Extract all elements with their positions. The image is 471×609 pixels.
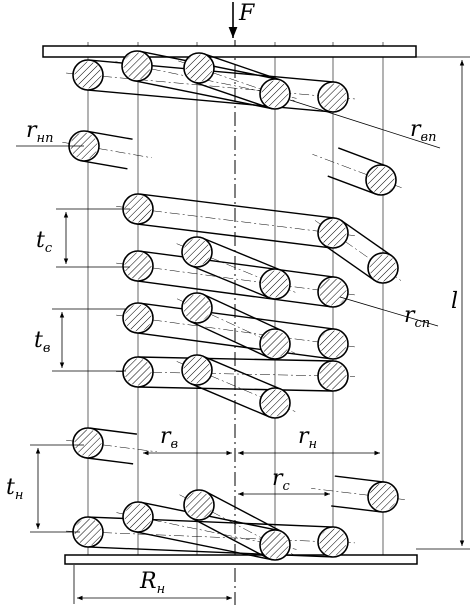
wire-edge — [89, 427, 137, 435]
wire-edge — [139, 250, 336, 278]
wire-edge — [202, 237, 281, 271]
wire-edge — [327, 175, 376, 195]
wire-edge — [86, 457, 134, 465]
wire-section-hatch — [319, 362, 347, 390]
wire-section-hatch — [319, 528, 347, 556]
wire-section-hatch — [319, 330, 347, 358]
wire-edge — [87, 546, 333, 558]
r-n-label: rн — [298, 424, 317, 452]
r-vp-label: rвп — [410, 117, 436, 145]
wire-section-hatch — [74, 429, 102, 457]
wire-edge — [331, 505, 382, 513]
wire-centerline — [115, 371, 356, 377]
wire-centerline — [116, 206, 355, 236]
top-plate — [42, 45, 417, 58]
length-dimension — [416, 56, 470, 550]
pitch-v-dimension — [52, 308, 126, 372]
wire-section-hatch — [124, 304, 152, 332]
wire-edge — [86, 89, 332, 113]
wire-edge — [202, 355, 282, 390]
wire-edge — [190, 383, 270, 418]
wire-section-hatch — [369, 483, 397, 511]
wire-centerline — [62, 141, 152, 159]
wire-centerline — [116, 262, 355, 296]
wire-centerline — [66, 439, 157, 453]
wire-section-hatch — [185, 54, 213, 82]
wire-section-hatch — [369, 254, 397, 282]
radius-outer-dimension — [73, 565, 232, 604]
coil-wires — [81, 50, 393, 561]
wire-section-hatch — [183, 356, 211, 384]
wire-edge — [202, 293, 282, 332]
wire-section-hatch — [261, 80, 289, 108]
force-label: F — [238, 1, 255, 26]
length-label: l — [451, 289, 458, 314]
wire-edge — [193, 81, 271, 109]
wire-edge — [134, 531, 273, 561]
wire-edge — [133, 80, 273, 110]
wire-edge — [139, 302, 336, 330]
wire-section-hatch — [261, 330, 289, 358]
wire-edge — [205, 491, 283, 533]
wire-edge — [135, 280, 332, 308]
wire-section-hatch — [185, 491, 213, 519]
wire-edge — [338, 147, 387, 167]
wire-section-hatch — [261, 270, 289, 298]
r-sp-leader — [339, 296, 439, 327]
wire-edge — [138, 356, 334, 362]
t-v-label: tв — [34, 328, 50, 356]
wire-edge — [190, 320, 270, 359]
r-sp-label: rсп — [404, 303, 430, 331]
wire-section-hatch — [261, 389, 289, 417]
r-np-label: rнп — [26, 118, 53, 146]
wire-section-hatch — [319, 278, 347, 306]
wire-edge — [191, 517, 269, 559]
wire-section-hatch — [74, 518, 102, 546]
wire-edge — [323, 244, 375, 281]
wire-edge — [136, 223, 332, 249]
wire-section-hatch — [124, 195, 152, 223]
t-n-label: tн — [6, 475, 23, 503]
wire-centerline — [311, 488, 405, 500]
wire-centerline — [312, 154, 402, 188]
wire-edge — [81, 160, 128, 170]
wire-section-hatch — [124, 252, 152, 280]
wire-section-hatch — [183, 238, 211, 266]
wire-edge — [191, 265, 270, 299]
wire-section-hatch — [319, 83, 347, 111]
R-n-label: Rн — [139, 569, 165, 597]
wire-centerline — [116, 314, 355, 348]
wire-section-hatch — [367, 166, 395, 194]
wire-sections — [68, 50, 399, 561]
wire-edge — [139, 193, 335, 219]
t-c-label: tс — [36, 228, 53, 256]
wire-section-hatch — [74, 61, 102, 89]
wire-edge — [135, 332, 332, 360]
wire-section-hatch — [123, 52, 151, 80]
wire-section-hatch — [124, 503, 152, 531]
wire-section-hatch — [124, 358, 152, 386]
wire-section-hatch — [183, 294, 211, 322]
wire-centerline — [66, 530, 355, 544]
pitch-c-dimension — [56, 208, 130, 268]
bottom-plate — [64, 554, 418, 565]
wire-edge — [203, 53, 281, 81]
r-vp-leader — [289, 99, 441, 149]
wire-centerline — [66, 72, 355, 100]
wire-edge — [86, 130, 133, 140]
wire-edge — [341, 220, 393, 257]
pitch-n-dimension — [30, 444, 84, 533]
r-v-label: rв — [160, 424, 178, 452]
wire-section-hatch — [261, 531, 289, 559]
r-c-label: rс — [272, 466, 291, 494]
wire-section-hatch — [319, 219, 347, 247]
wire-edge — [334, 475, 385, 483]
wire-edge — [137, 386, 333, 392]
